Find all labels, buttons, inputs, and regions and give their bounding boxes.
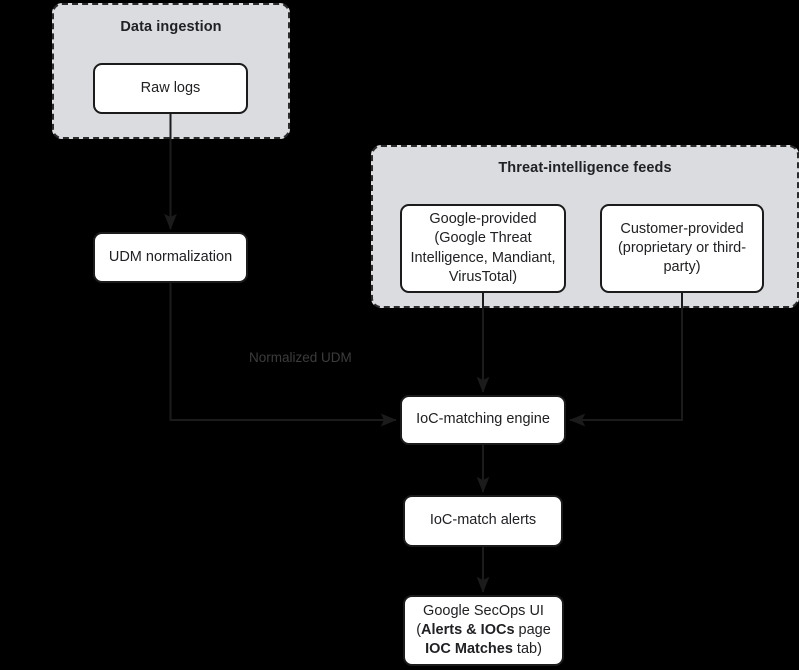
node-ioc-match-alerts-label: IoC-match alerts [429, 512, 537, 529]
group-data-ingestion-title: Data ingestion [120, 19, 222, 35]
node-google-secops-ui-line2-prefix: ( [416, 621, 422, 638]
node-google-provided-feed-label: Google-provided (Google Threat Intellige… [410, 210, 556, 287]
node-google-secops-ui[interactable]: Google SecOps UI (Alerts & IOCs page IOC… [403, 595, 564, 666]
node-google-secops-ui-line3-bold: IOC Matches [425, 641, 513, 658]
node-google-secops-ui-label: Google SecOps UI (Alerts & IOCs page IOC… [413, 602, 554, 659]
node-ioc-matching-engine[interactable]: IoC-matching engine [400, 395, 566, 445]
node-ioc-matching-engine-label: IoC-matching engine [416, 411, 550, 428]
node-google-provided-feed-line2: (Google Threat [434, 230, 532, 247]
node-google-secops-ui-line2-bold: Alerts & IOCs [421, 621, 515, 638]
node-customer-provided-feed-line1: Customer-provided [620, 220, 744, 237]
node-google-provided-feed[interactable]: Google-provided (Google Threat Intellige… [400, 204, 566, 293]
node-udm-normalization[interactable]: UDM normalization [93, 232, 248, 283]
edge-customer-feed-to-engine [569, 293, 683, 427]
node-customer-provided-feed[interactable]: Customer-provided (proprietary or third-… [600, 204, 764, 293]
node-raw-logs-label: Raw logs [140, 79, 201, 96]
node-google-provided-feed-line4: VirusTotal) [448, 268, 518, 285]
edge-label-normalized-udm: Normalized UDM [249, 350, 352, 365]
node-google-secops-ui-line1: Google SecOps UI [423, 602, 544, 619]
node-google-secops-ui-line2-rest: page [514, 621, 551, 638]
node-customer-provided-feed-line3: party) [663, 259, 701, 276]
node-google-provided-feed-line1: Google-provided [429, 211, 537, 228]
node-raw-logs[interactable]: Raw logs [93, 63, 248, 114]
node-google-provided-feed-line3: Intelligence, Mandiant, [410, 249, 556, 266]
node-customer-provided-feed-line2: (proprietary or third- [617, 239, 747, 256]
group-threat-intelligence-feeds-title: Threat-intelligence feeds [498, 160, 672, 176]
node-ioc-match-alerts[interactable]: IoC-match alerts [403, 495, 563, 547]
node-udm-normalization-label: UDM normalization [108, 248, 233, 265]
node-google-secops-ui-line3-rest: tab) [512, 641, 542, 658]
node-customer-provided-feed-label: Customer-provided (proprietary or third-… [610, 220, 754, 277]
